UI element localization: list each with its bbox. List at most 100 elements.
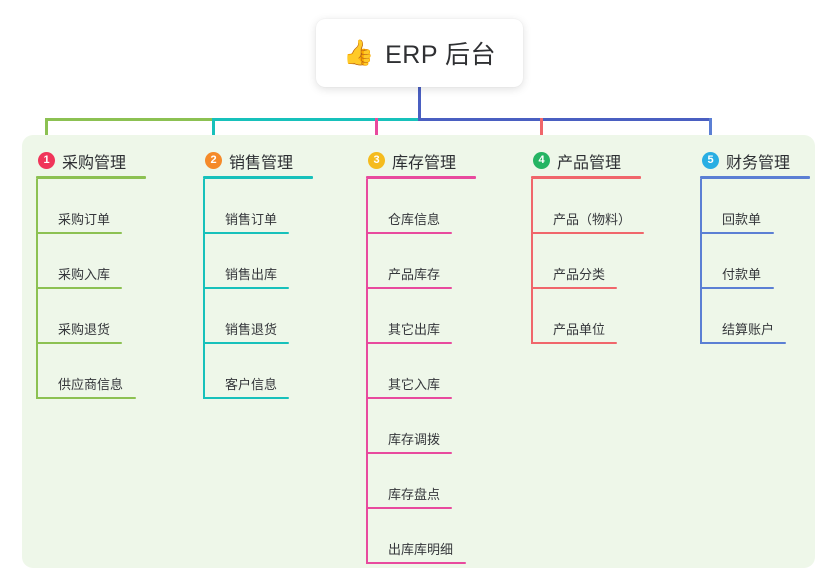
- connector-bar-segment-4: [540, 118, 712, 121]
- module-item-label: 其它出库: [388, 322, 441, 337]
- module-item[interactable]: 库存调拨: [366, 399, 476, 454]
- module-item-underline: [366, 287, 452, 289]
- module-item-label: 产品单位: [553, 322, 606, 337]
- module-item-underline: [203, 232, 289, 234]
- module-item-label: 结算账户: [722, 322, 775, 337]
- module-item[interactable]: 回款单: [700, 179, 810, 234]
- module-title: 库存管理: [392, 154, 457, 172]
- module-item-underline: [700, 287, 774, 289]
- module-item-list: 采购订单采购入库采购退货供应商信息: [36, 179, 146, 399]
- module-item[interactable]: 采购退货: [36, 289, 146, 344]
- module-column-5: 5 财务管理回款单付款单结算账户: [700, 145, 810, 344]
- drop-connector-1: [45, 118, 48, 141]
- module-header-3[interactable]: 3 库存管理: [366, 145, 476, 176]
- module-item[interactable]: 客户信息: [203, 344, 313, 399]
- module-column-3: 3 库存管理仓库信息产品库存其它出库其它入库库存调拨库存盘点出库库明细: [366, 145, 476, 564]
- module-item-underline: [531, 342, 617, 344]
- module-item-label: 客户信息: [225, 377, 278, 392]
- module-item[interactable]: 产品分类: [531, 234, 644, 289]
- module-item-label: 产品（物料）: [553, 212, 632, 227]
- module-item-underline: [366, 232, 452, 234]
- drop-connector-2: [212, 118, 215, 141]
- module-item-label: 库存盘点: [388, 487, 441, 502]
- module-header-underline: [36, 176, 146, 179]
- module-item[interactable]: 销售退货: [203, 289, 313, 344]
- module-item[interactable]: 销售订单: [203, 179, 313, 234]
- module-item-list: 产品（物料） 产品分类产品单位: [531, 179, 644, 344]
- module-number-badge: 5: [702, 152, 719, 169]
- module-header-underline: [366, 176, 476, 179]
- module-item-underline: [203, 287, 289, 289]
- module-item-underline: [366, 452, 452, 454]
- module-spine: [531, 179, 533, 344]
- modules-panel: [22, 135, 815, 568]
- module-item[interactable]: 其它入库: [366, 344, 476, 399]
- module-item-label: 产品分类: [553, 267, 606, 282]
- module-item[interactable]: 其它出库: [366, 289, 476, 344]
- module-title: 采购管理: [62, 154, 127, 172]
- module-item[interactable]: 库存盘点: [366, 454, 476, 509]
- module-number-badge: 2: [205, 152, 222, 169]
- module-title: 财务管理: [726, 154, 791, 172]
- module-item-label: 仓库信息: [388, 212, 441, 227]
- trunk-connector: [418, 85, 421, 121]
- module-item-underline: [700, 342, 786, 344]
- module-item[interactable]: 付款单: [700, 234, 810, 289]
- module-item-underline: [36, 232, 122, 234]
- module-item-underline: [366, 562, 466, 564]
- drop-connector-5: [709, 118, 712, 141]
- module-item[interactable]: 采购入库: [36, 234, 146, 289]
- module-header-5[interactable]: 5 财务管理: [700, 145, 810, 176]
- module-item-list: 销售订单销售出库销售退货客户信息: [203, 179, 313, 399]
- module-item-label: 销售订单: [225, 212, 278, 227]
- module-spine: [700, 179, 702, 344]
- module-item-label: 采购退货: [58, 322, 111, 337]
- module-item-label: 库存调拨: [388, 432, 441, 447]
- connector-bar-segment-2: [212, 118, 421, 121]
- module-number-badge: 4: [533, 152, 550, 169]
- module-header-4[interactable]: 4 产品管理: [531, 145, 644, 176]
- module-header-underline: [531, 176, 641, 179]
- module-item-underline: [366, 507, 452, 509]
- module-item-label: 产品库存: [388, 267, 441, 282]
- module-spine: [36, 179, 38, 399]
- module-item[interactable]: 出库库明细: [366, 509, 476, 564]
- root-node-erp-backend[interactable]: 👍 ERP 后台: [316, 19, 523, 87]
- module-item-label: 回款单: [722, 212, 762, 227]
- module-item[interactable]: 供应商信息: [36, 344, 146, 399]
- module-spine: [203, 179, 205, 399]
- module-item-label: 供应商信息: [58, 377, 124, 392]
- module-item[interactable]: 采购订单: [36, 179, 146, 234]
- thumbs-up-icon: 👍: [342, 38, 375, 67]
- module-item-list: 回款单付款单结算账户: [700, 179, 810, 344]
- module-item[interactable]: 仓库信息: [366, 179, 476, 234]
- module-item-label: 销售出库: [225, 267, 278, 282]
- module-item-underline: [531, 287, 617, 289]
- root-node-label: ERP 后台: [385, 41, 497, 69]
- module-item-label: 付款单: [722, 267, 762, 282]
- module-item-label: 出库库明细: [388, 542, 454, 557]
- module-number-badge: 3: [368, 152, 385, 169]
- module-item[interactable]: 产品（物料）: [531, 179, 644, 234]
- drop-connector-3: [375, 118, 378, 141]
- module-item-label: 销售退货: [225, 322, 278, 337]
- module-item-label: 采购入库: [58, 267, 111, 282]
- module-item[interactable]: 产品单位: [531, 289, 644, 344]
- module-item-underline: [366, 342, 452, 344]
- module-item-underline: [36, 397, 136, 399]
- module-item-label: 其它入库: [388, 377, 441, 392]
- connector-bar-segment-3: [418, 118, 543, 121]
- module-item[interactable]: 产品库存: [366, 234, 476, 289]
- module-item[interactable]: 结算账户: [700, 289, 810, 344]
- module-item-label: 采购订单: [58, 212, 111, 227]
- module-title: 产品管理: [557, 154, 622, 172]
- module-spine: [366, 179, 368, 564]
- module-item[interactable]: 销售出库: [203, 234, 313, 289]
- module-item-underline: [366, 397, 452, 399]
- module-item-underline: [203, 342, 289, 344]
